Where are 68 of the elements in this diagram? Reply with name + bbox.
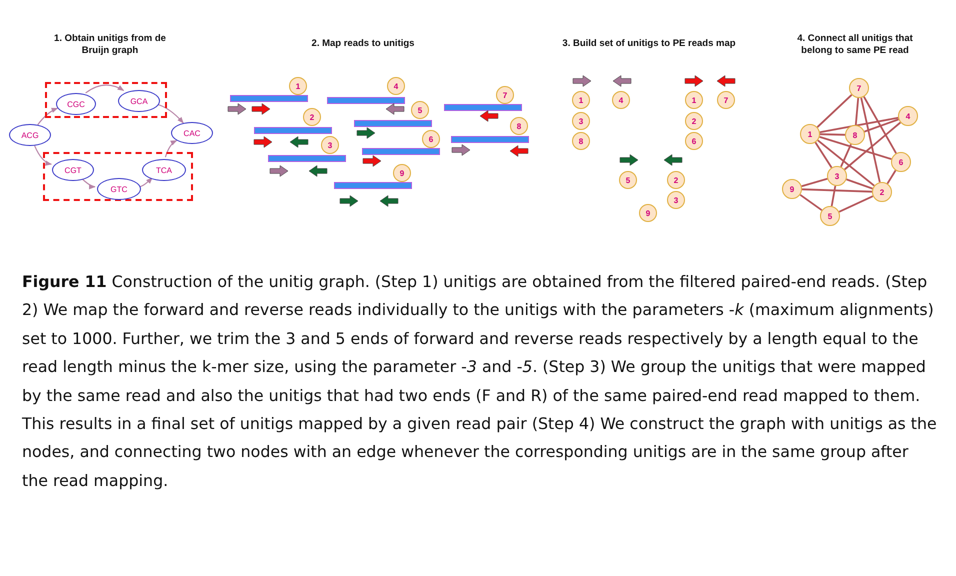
connector-line [838, 195, 874, 213]
number-circle: 3 [321, 136, 339, 154]
number-circle: 6 [891, 152, 911, 172]
number-circle: 3 [667, 191, 685, 209]
connector-line [820, 116, 898, 134]
number-circle: 4 [898, 106, 918, 126]
number-circle: 8 [845, 125, 865, 145]
arrow [34, 145, 52, 166]
number-circle: 4 [387, 77, 405, 95]
connector-line [814, 142, 832, 168]
panel-title: 4. Connect all unitigs that belong to same PE read [796, 33, 914, 57]
number-circle: 2 [667, 171, 685, 189]
number-circle: 2 [872, 182, 892, 202]
number-circle: 8 [510, 117, 528, 135]
ellipse-node: ACG [9, 124, 51, 146]
number-circle: 2 [303, 108, 321, 126]
figure-caption: Figure 11 Construction of the unitig graph. (Step 1) unitigs are obtained from the filtered paired-end reads. (Step 2) We map the forward and reverse reads individually to the unitigs with the parameters -k (maximum alignments) set to 1000. Further, we trim the 3 and 5 ends of forward and reverse reads respectively by a length equal to the read length minus the k-mer size, using the parameter -3 and -5. (Step 3) We group the unitigs that were mapped by the same read and also the unitigs that had two ends (F and R) of the same paired-end read mapped to them. This results in a final set of unitigs mapped by a given read pair (Step 4) We construct the graph with unitigs as the nodes, and connecting two nodes with an edge whenever the corresponding unitigs are in the same group after the read mapping. [22, 271, 937, 492]
connector-line [801, 178, 828, 188]
dashed-group-box [45, 82, 167, 118]
dashed-group-box [43, 152, 193, 200]
number-circle: 3 [827, 166, 847, 186]
connector-line [860, 98, 881, 182]
connector-line [846, 178, 873, 190]
connector-line [844, 122, 901, 170]
connector-line [800, 194, 822, 211]
ellipse-node: CAC [171, 122, 213, 144]
arrow [85, 84, 124, 94]
arrow [164, 140, 178, 158]
number-circle: 1 [685, 91, 703, 109]
panel-title: 1. Obtain unitigs from de Bruijn graph [53, 33, 167, 57]
connector-line [820, 133, 846, 136]
connector-line [840, 144, 852, 168]
ellipse-node: GCA [118, 90, 160, 112]
ellipse-node: CGT [52, 159, 94, 181]
number-circle: 1 [572, 91, 590, 109]
connector-line [817, 140, 875, 186]
connector-line [854, 98, 860, 126]
number-circle: 7 [496, 86, 514, 104]
number-circle: 2 [685, 112, 703, 130]
number-circle: 6 [422, 130, 440, 148]
number-circle: 3 [572, 112, 590, 130]
panel-title: 2. Map reads to unitigs [310, 38, 416, 50]
connector-line [802, 188, 872, 193]
number-circle: 4 [612, 91, 630, 109]
connector-line [864, 118, 899, 132]
ellipse-node: CGC [56, 93, 96, 115]
ellipse-node: TCA [142, 159, 186, 181]
connector-line [886, 170, 896, 184]
connector-line [816, 94, 852, 128]
connector-line [819, 136, 892, 160]
number-circle: 8 [572, 132, 590, 150]
number-circle: 1 [800, 124, 820, 144]
number-circle: 9 [639, 204, 657, 222]
number-circle: 6 [685, 132, 703, 150]
panel-title: 3. Build set of unitigs to PE reads map [561, 38, 737, 50]
number-circle: 1 [289, 77, 307, 95]
number-circle: 7 [849, 78, 869, 98]
number-circle: 5 [411, 101, 429, 119]
number-circle: 9 [782, 179, 802, 199]
ellipse-node: GTC [97, 178, 141, 200]
connector-line [830, 186, 836, 206]
arrow [138, 177, 153, 188]
number-circle: 9 [393, 164, 411, 182]
arrow [37, 108, 58, 126]
number-circle: 7 [717, 91, 735, 109]
connector-line [863, 96, 897, 154]
number-circle: 5 [619, 171, 637, 189]
number-circle: 5 [820, 206, 840, 226]
